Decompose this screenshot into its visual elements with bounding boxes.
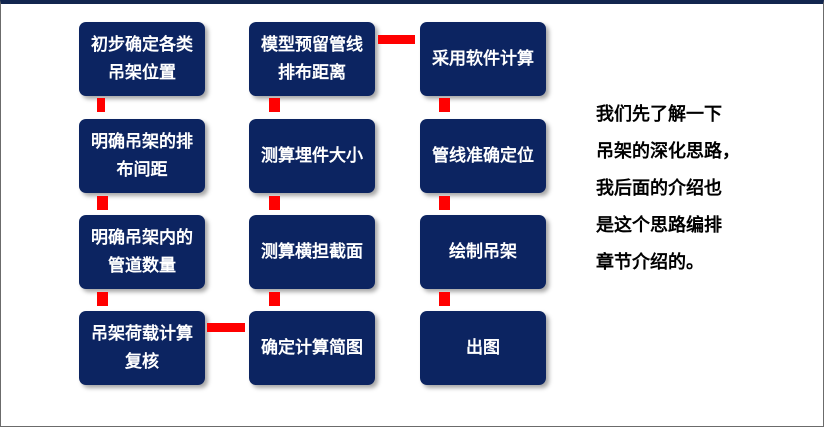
step-crossarm-section[interactable]: 测算横担截面 (249, 215, 375, 289)
step-label: 明确吊架内的管道数量 (91, 228, 193, 276)
connector-c1-2-3 (97, 196, 108, 210)
step-calc-diagram[interactable]: 确定计算简图 (249, 311, 375, 385)
step-label: 测算横担截面 (261, 242, 363, 262)
step-label: 初步确定各类吊架位置 (91, 35, 193, 83)
step-initial-hanger-positions[interactable]: 初步确定各类吊架位置 (79, 22, 205, 96)
step-software-calc[interactable]: 采用软件计算 (420, 22, 546, 96)
connector-c3-1-2 (439, 98, 450, 112)
connector-c2-1-c3-1 (378, 35, 415, 44)
step-output-drawing[interactable]: 出图 (420, 311, 546, 385)
connector-c2-3-4 (269, 292, 280, 306)
step-label: 采用软件计算 (432, 49, 534, 69)
step-reserve-pipe-distance[interactable]: 模型预留管线排布距离 (249, 22, 375, 96)
step-label: 明确吊架的排布间距 (91, 132, 193, 180)
step-label: 测算埋件大小 (261, 146, 363, 166)
step-label: 模型预留管线排布距离 (261, 35, 363, 83)
step-label: 绘制吊架 (449, 242, 517, 262)
connector-c1-3-4 (97, 292, 108, 306)
step-label: 出图 (466, 338, 500, 358)
connector-c1-4-c2-4 (207, 323, 245, 332)
connector-c2-1-2 (269, 98, 280, 112)
step-embed-size[interactable]: 测算埋件大小 (249, 119, 375, 193)
explanation-note: 我们先了解一下 吊架的深化思路， 我后面的介绍也 是这个思路编排 章节介绍的。 (596, 104, 740, 273)
connector-c2-2-3 (269, 196, 280, 210)
step-pipe-positioning[interactable]: 管线准确定位 (420, 119, 546, 193)
step-label: 管线准确定位 (432, 146, 534, 166)
connector-c1-1-2 (97, 98, 105, 112)
step-label: 确定计算简图 (261, 338, 363, 358)
step-hanger-spacing[interactable]: 明确吊架的排布间距 (79, 119, 205, 193)
step-pipe-count[interactable]: 明确吊架内的管道数量 (79, 215, 205, 289)
step-draw-hanger[interactable]: 绘制吊架 (420, 215, 546, 289)
connector-c3-2-3 (439, 196, 450, 210)
step-label: 吊架荷载计算复核 (91, 324, 193, 372)
connector-c3-3-4 (439, 292, 450, 306)
step-load-check[interactable]: 吊架荷载计算复核 (79, 311, 205, 385)
